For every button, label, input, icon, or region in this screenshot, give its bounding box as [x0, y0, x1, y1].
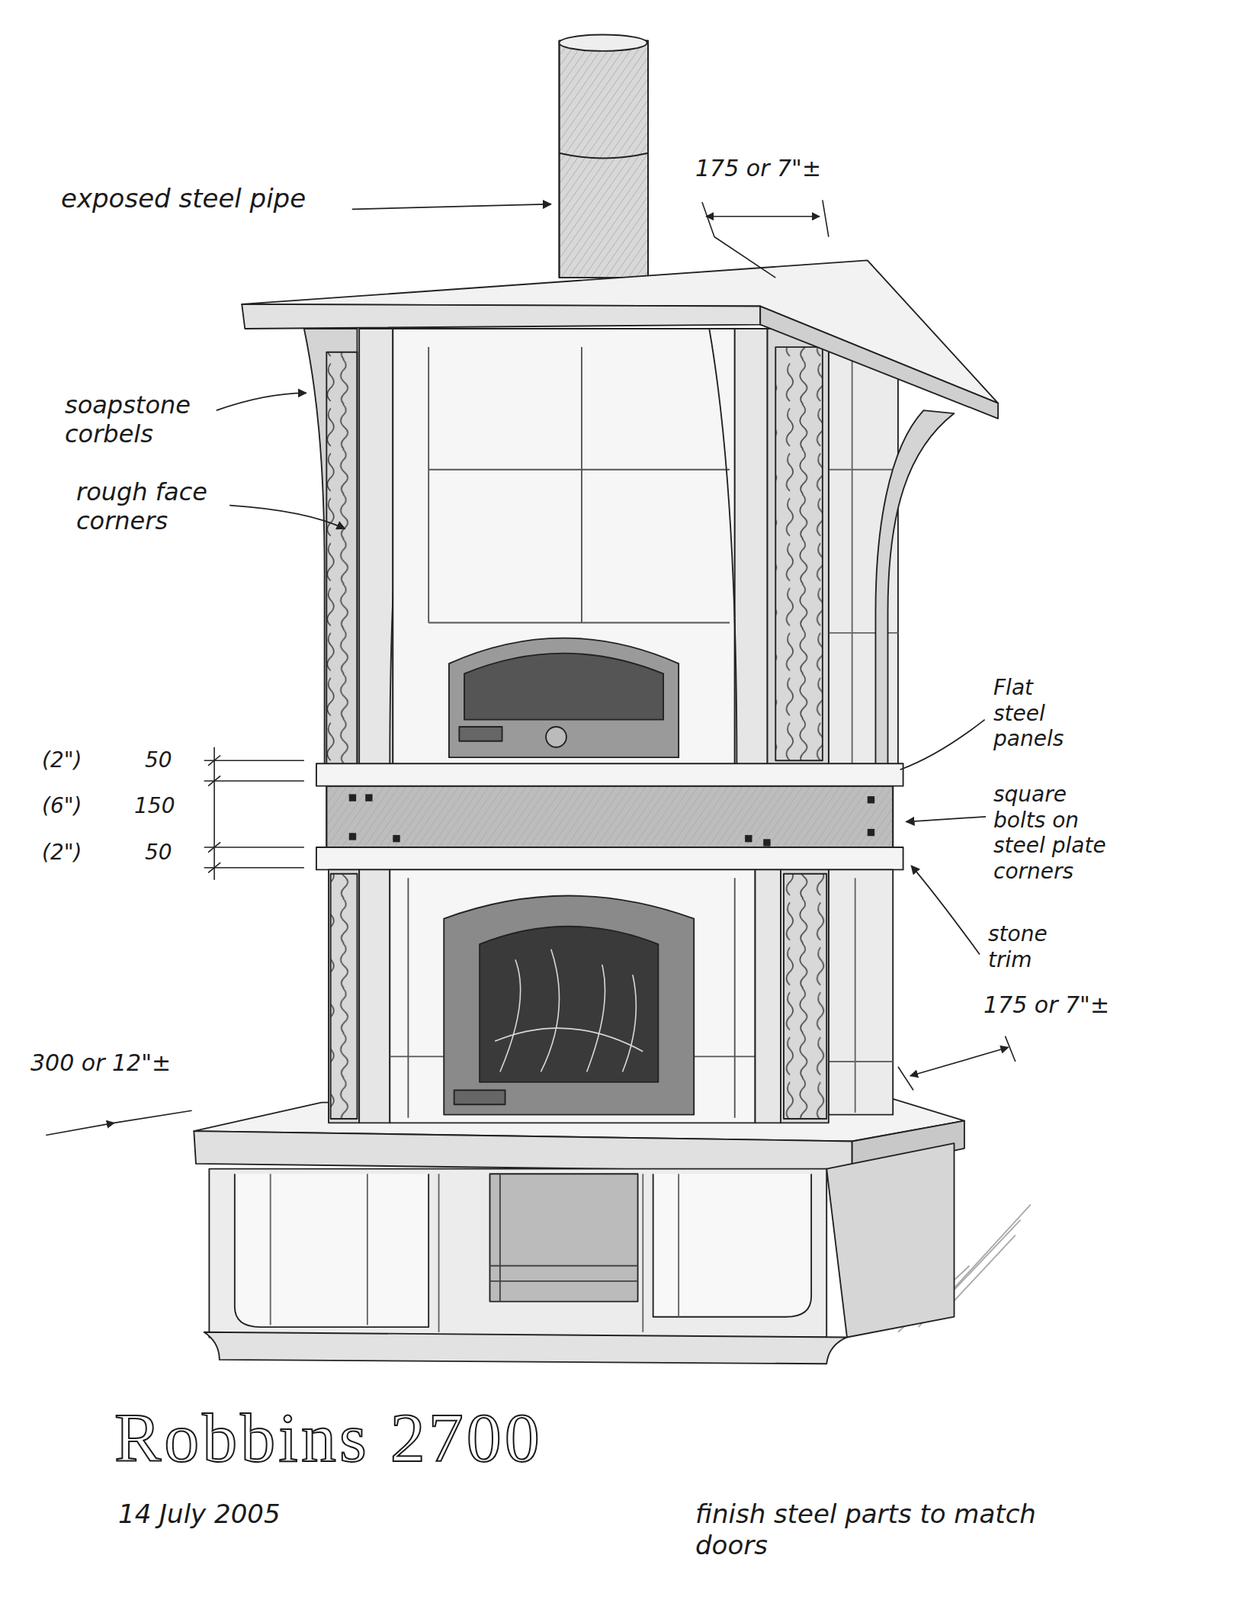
front-panel	[389, 869, 755, 1123]
oven-glass	[464, 653, 664, 720]
pipe-shading	[559, 41, 649, 279]
bolt	[365, 793, 373, 801]
pilaster	[734, 328, 768, 766]
bolt	[744, 834, 752, 842]
soapstone-corbel	[304, 328, 358, 766]
leader-line	[229, 505, 345, 530]
bolt	[349, 832, 357, 840]
base-panel	[234, 1173, 429, 1327]
base-side	[826, 1142, 954, 1337]
leader-line	[906, 816, 986, 822]
note-text: finish steel parts to match doors	[695, 1498, 1039, 1561]
bolt	[867, 828, 875, 836]
rough-stone	[775, 346, 823, 761]
front-panel	[392, 328, 735, 766]
dimension-label: 300 or 12"±	[30, 1049, 229, 1077]
bolt	[867, 795, 875, 803]
hearth-front	[193, 1130, 852, 1172]
storage-lines	[489, 1173, 638, 1301]
rough-stone	[783, 873, 827, 1119]
leader-line	[352, 204, 552, 210]
callout-label: rough face corners	[76, 477, 229, 536]
callout-label: exposed steel pipe	[60, 182, 366, 215]
base-panel	[653, 1173, 812, 1316]
pipe-end	[559, 35, 648, 52]
stone-column	[767, 328, 829, 766]
steel-panel	[326, 786, 893, 848]
panel-joints	[389, 877, 755, 1118]
steel-shading	[326, 786, 893, 848]
door-handle	[454, 1090, 506, 1105]
firebox-glass	[479, 926, 658, 1082]
square-bolts	[349, 793, 875, 846]
dimension-tick	[208, 755, 221, 873]
dimension-label: 175 or 7"±	[983, 991, 1159, 1019]
extension-line	[898, 1036, 1016, 1091]
stone-column	[780, 869, 829, 1123]
cap-front	[241, 304, 761, 329]
stone-column	[328, 869, 360, 1123]
base-joints	[270, 1173, 679, 1332]
dimension-line	[910, 1046, 1008, 1075]
cap-top	[241, 259, 998, 403]
callout-label: soapstone corbels	[64, 390, 218, 450]
cap-side	[760, 306, 998, 419]
dimension-label: 175 or 7"±	[695, 154, 864, 183]
callout-label: stone trim	[988, 920, 1076, 973]
leader-line	[911, 865, 980, 954]
firebox-door	[443, 895, 694, 1115]
dimension-line	[213, 747, 215, 880]
leader-line	[216, 392, 307, 411]
date-note: 14 July 2005	[118, 1498, 424, 1530]
dimension-label: 50	[144, 747, 191, 774]
dimension-line	[45, 1122, 115, 1135]
rough-stone	[326, 352, 357, 766]
wood-storage	[489, 1173, 638, 1301]
steel-pipe	[559, 41, 649, 279]
pilaster	[359, 869, 390, 1123]
dimension-label: (6")	[41, 792, 111, 819]
bolt	[349, 793, 357, 801]
panel-joints	[428, 346, 730, 623]
side-panel	[828, 869, 893, 1114]
bolt	[392, 834, 400, 842]
pipe-joint	[559, 153, 649, 159]
oven-door	[449, 638, 679, 758]
drawing-title: Robbins 2700	[114, 1399, 543, 1477]
dimension-label: (2")	[41, 839, 111, 866]
pilaster	[755, 869, 781, 1123]
rough-stone	[330, 873, 358, 1119]
dimension-label: 150	[134, 792, 188, 819]
leader-line	[900, 719, 986, 771]
pilaster-curve	[709, 328, 737, 766]
dimension-lines	[45, 199, 1016, 1135]
dimension-line	[114, 1110, 193, 1123]
dimension-label: (2")	[41, 747, 111, 774]
dimension-label: 50	[144, 839, 191, 866]
callout-label: Flat steel panels	[993, 674, 1089, 752]
air-control	[545, 726, 567, 748]
panel-joints	[828, 877, 893, 1113]
callout-label: square bolts on steel plate corners	[993, 781, 1112, 884]
dimension-line	[705, 215, 820, 218]
door-handle	[458, 726, 502, 742]
pilaster	[359, 328, 393, 766]
stone-trim	[316, 763, 904, 786]
stone-trim	[316, 847, 904, 870]
base-front	[208, 1168, 827, 1338]
bolt	[763, 838, 771, 846]
soapstone-corbel	[875, 410, 954, 766]
fire-logs	[494, 949, 643, 1072]
leader-lines	[216, 204, 986, 955]
plinth	[204, 1331, 848, 1364]
extension-line	[702, 199, 829, 278]
